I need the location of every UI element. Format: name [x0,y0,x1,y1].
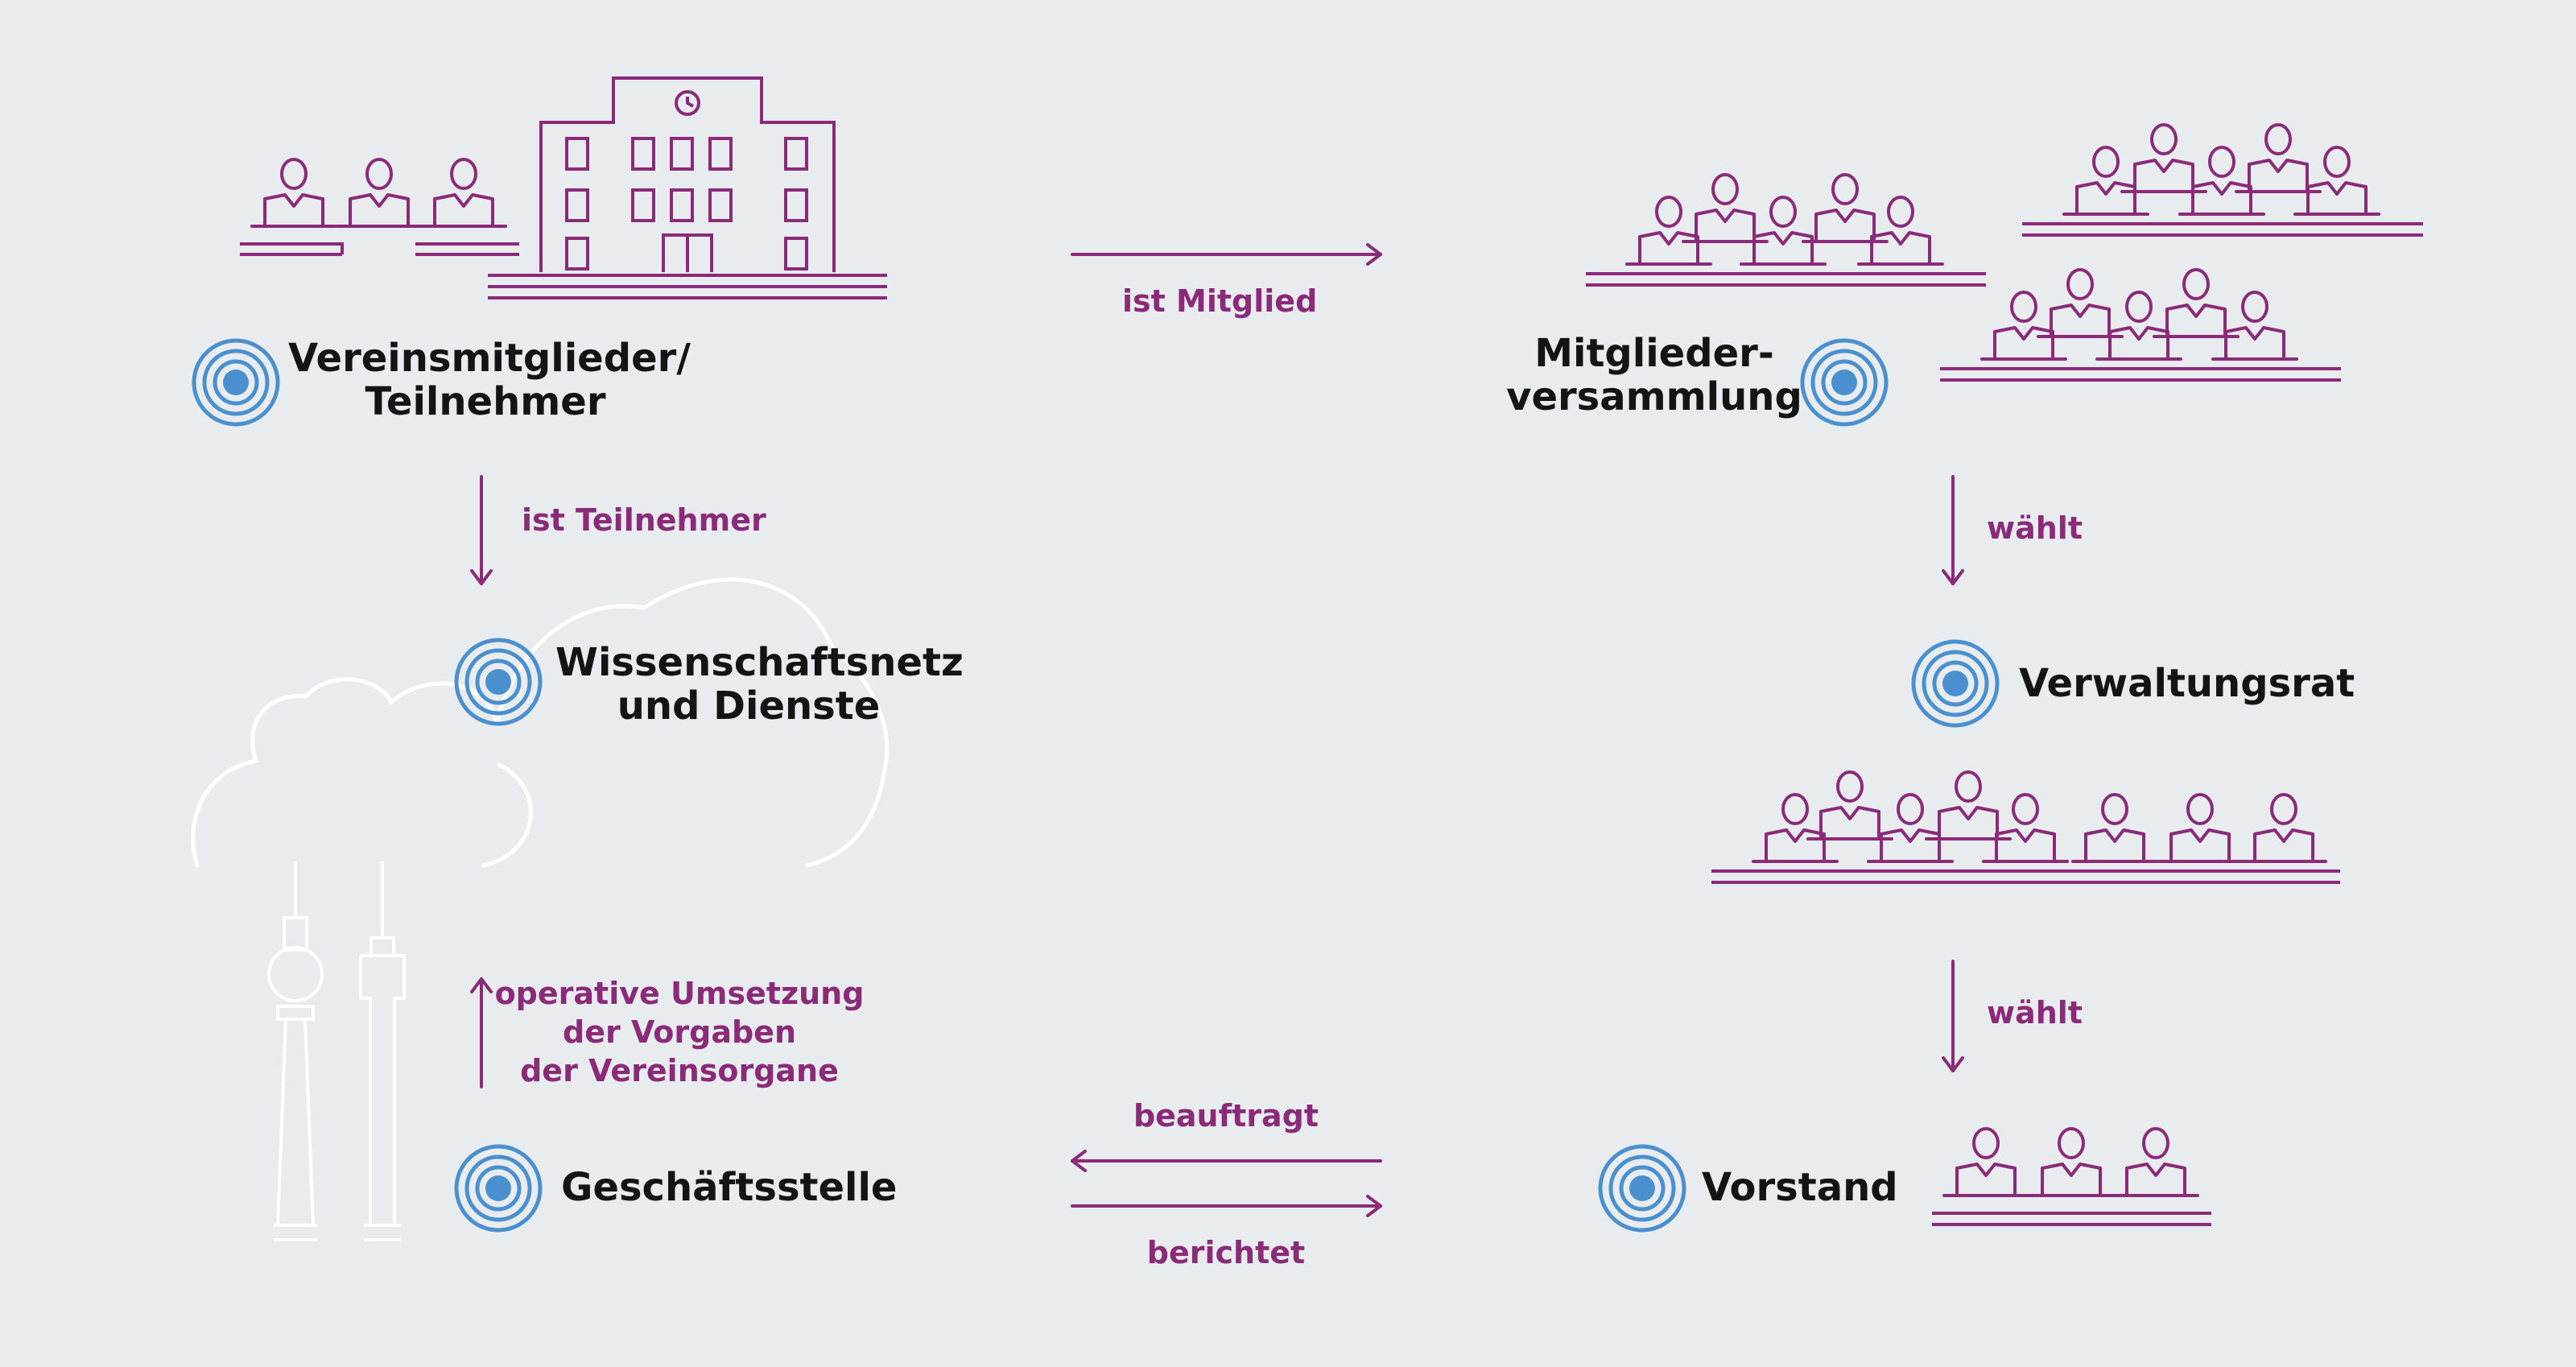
edge-label-waehlt: wählt [1987,510,2083,546]
tv-tower-icon [267,861,406,1241]
arrow-up-icon [470,977,493,1088]
edge-label-beauftragt: beauftragt [1133,1098,1319,1134]
node-label-line: Teilnehmer [365,379,606,424]
edge-label-ist-mitglied: ist Mitglied [1122,283,1318,319]
people-group-icon [2022,123,2423,237]
arrow-down-icon [470,475,493,585]
node-label-line: Wissenschaftsnetz [555,640,964,685]
edge-label-ist-teilnehmer: ist Teilnehmer [522,502,766,538]
arrow-left-icon [1071,1150,1382,1172]
node-label-line: und Dienste [617,684,881,729]
target-icon [194,341,278,424]
people-group-icon [1586,173,1986,287]
node-label-line: Mitglieder- [1534,331,1774,376]
edge-label-line: der Vorgaben [563,1014,796,1050]
people-group-icon [1711,770,2340,884]
people-group-icon [240,158,519,256]
edge-label-line: operative Umsetzung [494,976,865,1011]
edge-label-berichtet: berichtet [1146,1235,1306,1270]
target-icon [1913,642,1997,725]
node-label-line: versammlung [1506,374,1802,419]
target-icon [1802,341,1886,424]
node-wissenschaftsnetz: Wissenschaftsnetz und Dienste [555,640,964,729]
edge-label-operative: operative Umsetzung der Vorgaben der Ver… [494,974,865,1090]
target-icon [1600,1146,1684,1230]
target-icon [456,1146,540,1230]
arrow-right-icon [1071,243,1382,266]
node-vorstand: Vorstand [1702,1165,1898,1210]
people-group-icon [1932,1127,2211,1226]
node-mitgliederversammlung: Mitglieder- versammlung [1505,332,1803,419]
node-vereinsmitglieder: Vereinsmitglieder/ Teilnehmer [288,336,691,424]
edge-label-line: der Vereinsorgane [520,1053,839,1088]
node-verwaltungsrat: Verwaltungsrat [2019,661,2355,706]
node-label-line: Vereinsmitglieder/ [288,336,691,381]
edge-label-waehlt: wählt [1987,995,2083,1030]
people-group-icon [1940,268,2341,382]
arrow-down-icon [1942,960,1964,1072]
arrow-right-icon [1071,1195,1382,1217]
arrow-down-icon [1942,475,1964,585]
node-geschaeftsstelle: Geschäftsstelle [561,1165,898,1210]
building-icon [488,76,887,299]
